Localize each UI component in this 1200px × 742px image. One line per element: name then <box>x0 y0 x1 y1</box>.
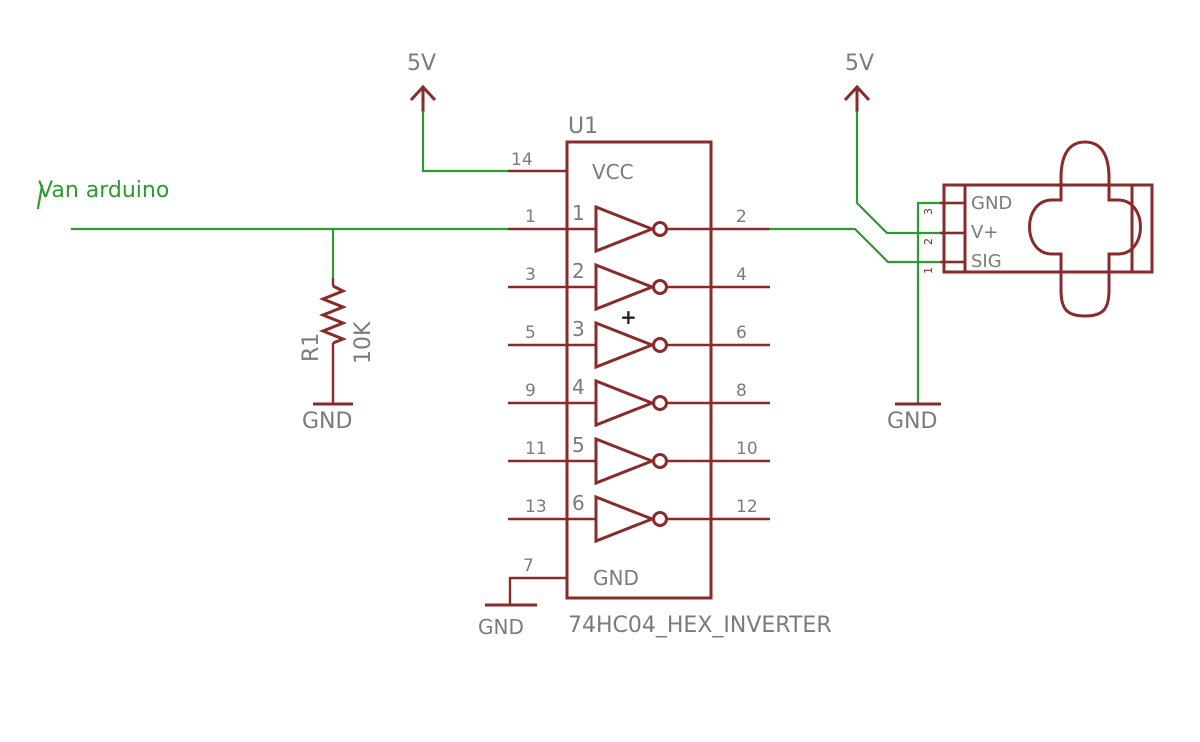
ic-designator: U1 <box>568 114 598 139</box>
gate-3-bubble <box>652 337 668 353</box>
gate-3-index: 3 <box>572 317 585 341</box>
servo-horn <box>1028 140 1142 318</box>
gate-2-output-number: 4 <box>736 265 747 285</box>
ic-vcc-label: VCC <box>592 160 634 184</box>
wire-vcc-to-pin14 <box>421 110 510 173</box>
ic-gnd-label: GND <box>593 566 639 590</box>
gate-4-triangle <box>594 378 657 428</box>
vcc-symbol-left-label: 5V <box>407 51 436 76</box>
ic-pin-gnd-number: 7 <box>523 556 534 576</box>
servo-pin-label-vplus: V+ <box>971 222 998 243</box>
gate-4-output-number: 8 <box>736 381 747 401</box>
gate-5-input-number: 11 <box>525 439 547 459</box>
vcc-symbol-right: 5V <box>843 51 874 112</box>
servo-pin-number-sig: 1 <box>922 267 935 274</box>
gate-6-index: 6 <box>572 491 585 515</box>
gate-5-bubble <box>652 453 668 469</box>
servo-pin-label-sig: SIG <box>971 251 1002 272</box>
resistor-r1: R1 10K GND <box>299 278 376 434</box>
gate-5-output-number: 10 <box>736 439 758 459</box>
gate-2-triangle <box>594 262 657 312</box>
servo-motor: 3 2 1 GND V+ SIG <box>922 140 1154 318</box>
gate-1-output-number: 2 <box>736 207 747 227</box>
servo-gnd-label: GND <box>887 409 937 434</box>
servo-body <box>942 183 1154 274</box>
gate-3-triangle <box>594 320 657 370</box>
ic-part-name: 74HC04_HEX_INVERTER <box>568 613 832 638</box>
resistor-name: R1 <box>299 333 324 362</box>
ic-body <box>565 140 713 600</box>
gate-6-input-number: 13 <box>525 497 547 517</box>
servo-pin-number-vplus: 2 <box>922 238 935 245</box>
ic-power-marker: + <box>620 305 637 329</box>
gate-4-bubble <box>652 395 668 411</box>
resistor-gnd-label: GND <box>302 409 352 434</box>
gate-5-index: 5 <box>572 433 585 457</box>
gate-3-output-number: 6 <box>736 323 747 343</box>
gate-4-input-number: 9 <box>525 381 536 401</box>
gate-6-output-number: 12 <box>736 497 758 517</box>
gate-1-index: 1 <box>572 201 585 225</box>
gate-4-index: 4 <box>572 375 585 399</box>
ic-pin-vcc-number: 14 <box>511 150 533 170</box>
ic-gnd-symbol-label: GND <box>478 615 524 639</box>
gate-1-input-number: 1 <box>525 207 536 227</box>
resistor-value: 10K <box>351 321 376 364</box>
vcc-symbol-left: 5V <box>407 51 437 112</box>
gate-6-triangle <box>594 494 657 544</box>
wire-5v-to-servo-vplus <box>855 110 967 235</box>
gate-2-bubble <box>652 279 668 295</box>
net-label-tick <box>36 184 44 210</box>
net-label-input: Van arduino <box>38 178 169 203</box>
gate-3-input-number: 5 <box>525 323 536 343</box>
gate-6-bubble <box>652 511 668 527</box>
ic-u1: U1 VCC GND 14 7 GND + 74HC04_HEX_INVERTE… <box>478 114 832 639</box>
ic-pin-gnd <box>508 576 567 605</box>
resistor-zigzag <box>318 284 348 345</box>
gate-1-bubble <box>652 221 668 237</box>
servo-pin-number-gnd: 3 <box>922 208 935 215</box>
gate-1-triangle <box>594 204 657 254</box>
servo-pin-label-gnd: GND <box>971 193 1012 214</box>
wire-output-to-servo-sig <box>768 227 967 264</box>
vcc-symbol-right-label: 5V <box>845 51 874 76</box>
gate-5-triangle <box>594 436 657 486</box>
gate-2-input-number: 3 <box>525 265 536 285</box>
gate-2-index: 2 <box>572 259 585 283</box>
